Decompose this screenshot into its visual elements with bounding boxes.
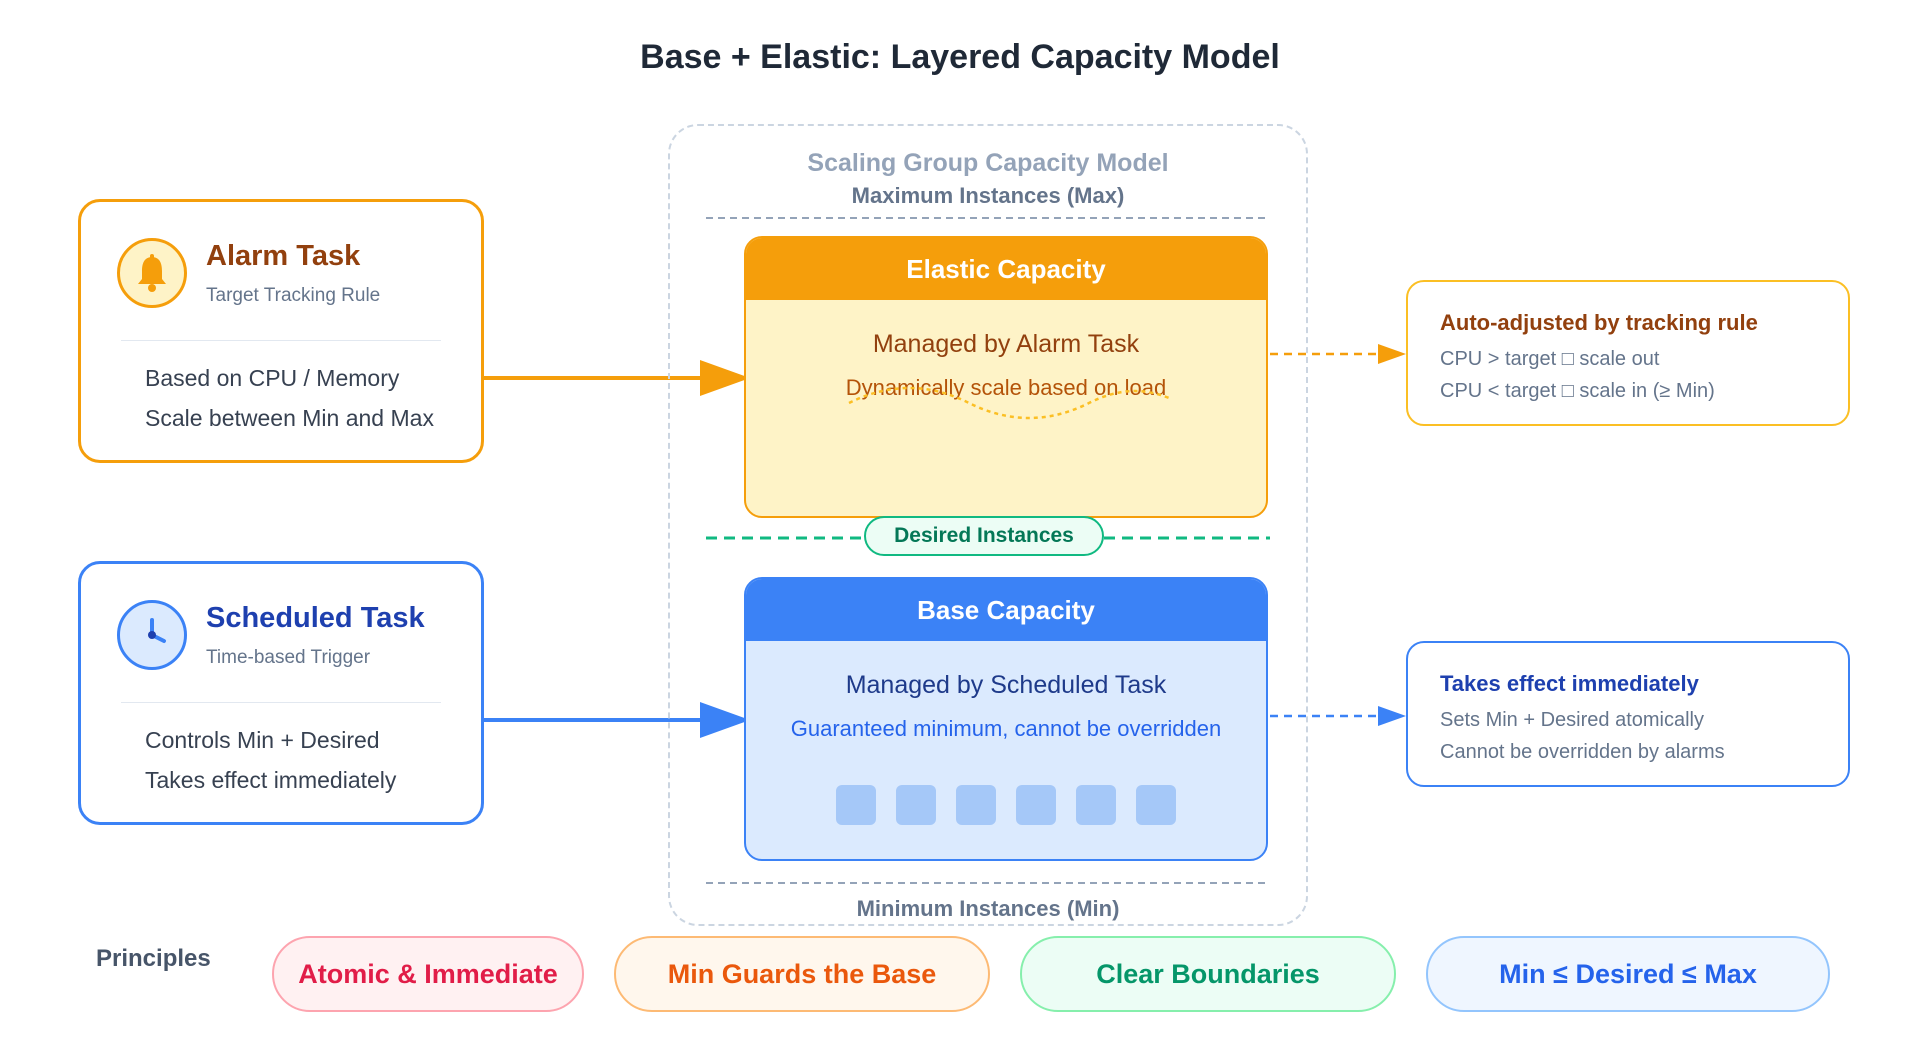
elastic-capacity-header: Elastic Capacity [746, 238, 1266, 300]
instance-icon [1016, 785, 1056, 825]
base-note-title: Takes effect immediately [1440, 671, 1699, 696]
base-capacity-manager: Managed by Scheduled Task [845, 671, 1167, 699]
max-instances-label: Maximum Instances (Max) [851, 183, 1125, 208]
base-note-line-2: Cannot be overridden by alarms [1440, 741, 1725, 763]
alarm-task-detail-1: Based on CPU / Memory [145, 365, 400, 391]
principle-clear-boundaries: Clear Boundaries [1020, 936, 1396, 1012]
alarm-task-divider [121, 340, 441, 341]
scheduled-arrow-head [700, 702, 750, 738]
elastic-capacity-box: Elastic Capacity Managed by Alarm Task D… [744, 236, 1268, 518]
scheduled-task-detail-1: Controls Min + Desired [145, 727, 380, 753]
scaling-group-title: Scaling Group Capacity Model [807, 149, 1169, 177]
base-note-arrow-head [1378, 706, 1406, 726]
instance-slots [836, 785, 1176, 825]
scheduled-task-name: Scheduled Task [206, 602, 425, 634]
instance-icon [1136, 785, 1176, 825]
principle-atomic-immediate: Atomic & Immediate [272, 936, 584, 1012]
elastic-note-title: Auto-adjusted by tracking rule [1440, 310, 1758, 335]
base-capacity-description: Guaranteed minimum, cannot be overridden [790, 716, 1222, 741]
base-note-box: Takes effect immediately Sets Min + Desi… [1406, 641, 1850, 787]
instance-icon [956, 785, 996, 825]
instance-icon [836, 785, 876, 825]
scaling-group-container [668, 124, 1308, 926]
base-note-line-1: Sets Min + Desired atomically [1440, 709, 1704, 731]
elastic-note-line-1: CPU > target □ scale out [1440, 348, 1660, 370]
alarm-task-card: Alarm Task Target Tracking Rule Based on… [78, 199, 484, 463]
scheduled-task-divider [121, 702, 441, 703]
desired-instances-badge: Desired Instances [864, 516, 1104, 556]
instance-icon [1076, 785, 1116, 825]
elastic-note-line-2: CPU < target □ scale in (≥ Min) [1440, 380, 1715, 402]
scheduled-task-subtitle: Time-based Trigger [206, 647, 371, 668]
alarm-task-subtitle: Target Tracking Rule [206, 285, 381, 306]
principle-min-guards-base: Min Guards the Base [614, 936, 990, 1012]
bell-icon [117, 238, 187, 308]
principles-label: Principles [96, 945, 211, 972]
base-capacity-header: Base Capacity [746, 579, 1266, 641]
base-capacity-box: Base Capacity Managed by Scheduled Task … [744, 577, 1268, 861]
elastic-note-box: Auto-adjusted by tracking rule CPU > tar… [1406, 280, 1850, 426]
instance-icon [896, 785, 936, 825]
page-title: Base + Elastic: Layered Capacity Model [640, 38, 1280, 76]
principle-min-desired-max: Min ≤ Desired ≤ Max [1426, 936, 1830, 1012]
scheduled-task-card: Scheduled Task Time-based Trigger Contro… [78, 561, 484, 825]
elastic-note-arrow-head [1378, 344, 1406, 364]
scheduled-task-detail-2: Takes effect immediately [145, 767, 397, 793]
clock-icon [117, 600, 187, 670]
alarm-task-name: Alarm Task [206, 240, 361, 272]
elastic-capacity-description: Dynamically scale based on load [845, 375, 1167, 400]
min-instances-label: Minimum Instances (Min) [856, 896, 1120, 921]
alarm-task-detail-2: Scale between Min and Max [145, 405, 434, 431]
alarm-arrow-head [700, 360, 750, 396]
load-wave-icon [848, 386, 1170, 420]
elastic-capacity-manager: Managed by Alarm Task [872, 330, 1140, 358]
